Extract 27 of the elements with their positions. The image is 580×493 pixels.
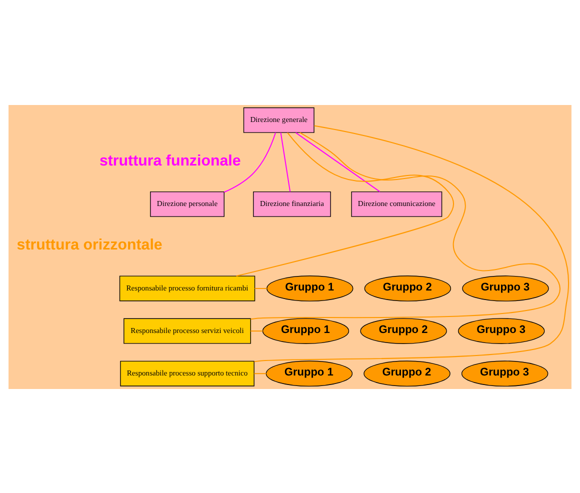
connector (254, 372, 266, 374)
node-ellipse: Gruppo 2 (364, 360, 450, 386)
node-box: Direzione generale (243, 106, 314, 132)
node-ellipse: Gruppo 2 (360, 318, 447, 344)
node-ellipse: Gruppo 2 (364, 275, 452, 301)
node-ellipse: Gruppo 1 (266, 360, 353, 386)
connector (280, 132, 291, 192)
node-box: Direzione comunicazione (351, 190, 442, 216)
node-box: Responsabile processo servizi veicoli (124, 318, 251, 344)
node-ellipse: Gruppo 3 (461, 360, 548, 386)
label: struttura orizzontale (16, 236, 162, 253)
node-ellipse: Gruppo 1 (262, 318, 350, 344)
connector (295, 132, 380, 192)
connector (254, 124, 568, 362)
node-box: Responsabile processo supporto tecnico (120, 360, 254, 386)
node-box: Responsabile processo fornitura ricambi (119, 275, 256, 301)
node-ellipse: Gruppo 3 (458, 318, 545, 344)
node-box: Direzione personale (150, 190, 224, 216)
connector (224, 132, 276, 192)
label: struttura funzionale (99, 152, 241, 169)
node-ellipse: Gruppo 3 (462, 275, 549, 301)
node-ellipse: Gruppo 1 (266, 275, 354, 301)
connector (250, 330, 263, 332)
node-box: Direzione finanziaria (253, 190, 331, 216)
connector (250, 132, 560, 320)
connector (236, 132, 454, 276)
connector (254, 287, 267, 288)
